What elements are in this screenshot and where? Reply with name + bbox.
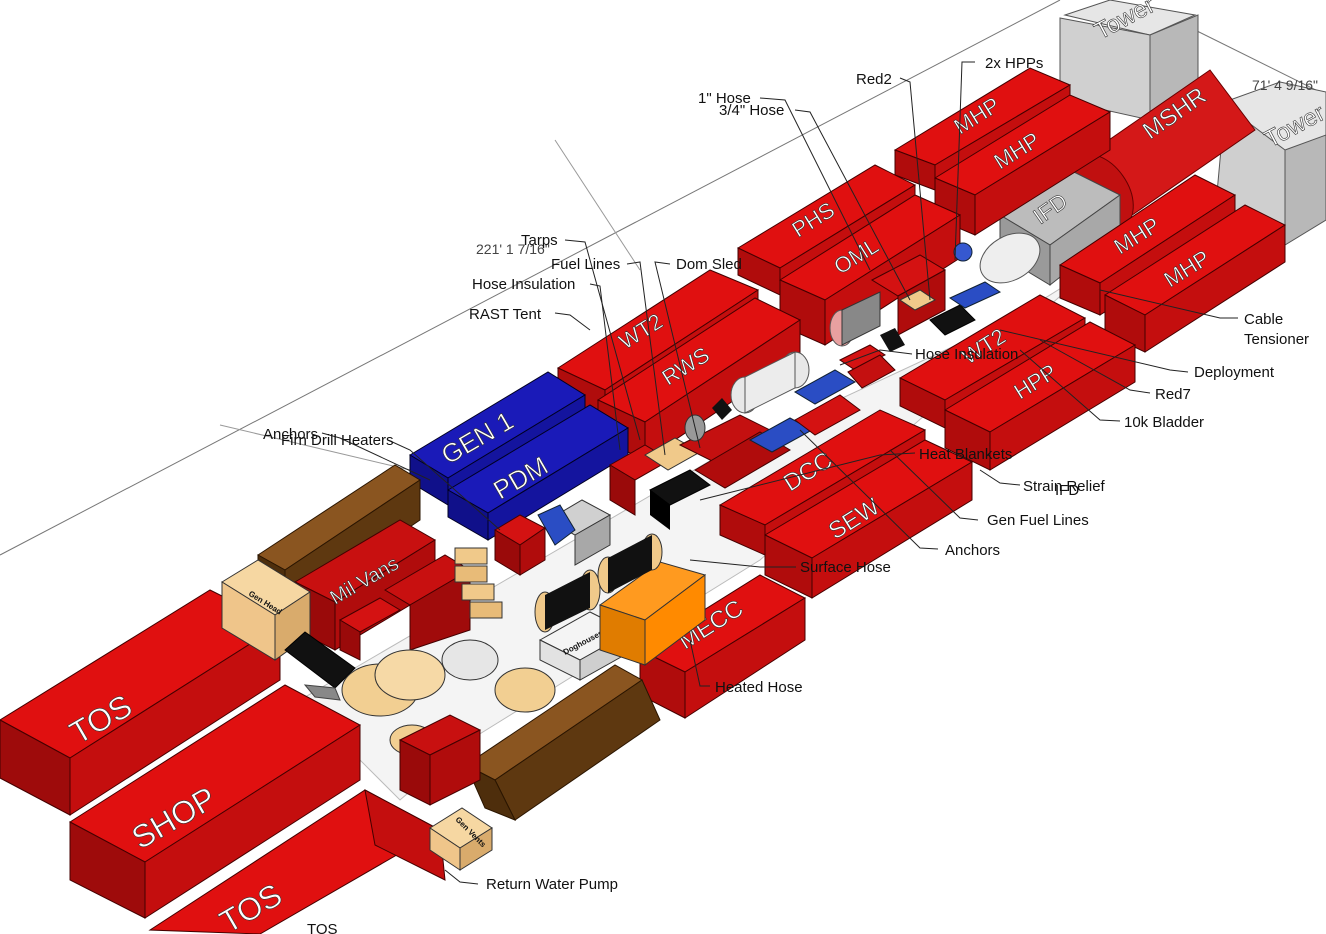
brown-timber-right	[464, 664, 661, 821]
shop-block: SHOP	[69, 684, 361, 919]
site-boundary	[0, 0, 1326, 556]
callout-2x-hpps: 2x HPPs	[985, 55, 1043, 72]
orange-block	[598, 561, 707, 666]
callout-surface-hose: Surface Hose	[800, 559, 891, 576]
dimension-left: 221' 1 7/16"	[476, 241, 550, 257]
callout-gen-fuel-lines: Gen Fuel Lines	[987, 512, 1089, 529]
callout-cable-tensioner: Cable Tensioner	[1244, 311, 1309, 348]
drill-cylinder	[284, 631, 356, 701]
tower-1-block: Tower	[1059, 0, 1199, 121]
callout-fuel-lines: Fuel Lines	[551, 256, 620, 273]
callout-hose-insulation-left: Hose Insulation	[472, 276, 575, 293]
dimension-right: 71' 4 9/16"	[1252, 77, 1318, 93]
red-crates-center	[494, 437, 711, 576]
callout-dom-sled: Dom Sled	[676, 256, 742, 273]
callout-return-water-pump: Return Water Pump	[486, 876, 618, 893]
callout-tarps: Tarps	[521, 232, 558, 249]
callout-firn-drill-heaters: Firn Drill Heaters	[281, 432, 394, 449]
sew-block: SEW	[763, 439, 974, 599]
callout-deployment: Deployment	[1194, 364, 1275, 381]
spools-left	[534, 533, 663, 633]
gray-frame	[537, 499, 612, 566]
mhp-2-block: MHP	[933, 94, 1112, 236]
callout-red7: Red7	[1155, 386, 1191, 403]
callout-heated-hose: Heated Hose	[715, 679, 803, 696]
gen-head-block: Gen Head	[221, 559, 311, 661]
callout-rast-tent: RAST Tent	[469, 306, 542, 323]
leader-lines	[321, 61, 1238, 885]
callout-tos-bottom: TOS	[307, 921, 338, 934]
center-equipment	[678, 344, 896, 489]
callout-3-4in-hose: 3/4" Hose	[719, 102, 784, 119]
callout-anchors-right: Anchors	[945, 542, 1000, 559]
hpp-block: HPP	[943, 321, 1137, 471]
callout-heat-blankets: Heat Blankets	[919, 446, 1012, 463]
red-crates-bottom	[398, 714, 482, 806]
callout-red2: Red2	[856, 71, 892, 88]
tan-stack	[454, 547, 503, 619]
callout-ifd: IFD	[1055, 482, 1079, 499]
mshr-cylinder: MSHR	[1066, 69, 1256, 231]
tos-1-block: TOS	[0, 589, 282, 816]
pdm-block: PDM	[447, 404, 629, 541]
tos-2-block: TOS	[148, 789, 446, 934]
callout-strain-relief: Strain Relief	[1023, 478, 1106, 495]
callout-anchors-left: Anchors	[263, 426, 318, 443]
callout-10k-bladder: 10k Bladder	[1124, 414, 1204, 431]
callout-hose-insulation-right: Hose Insulation	[915, 346, 1018, 363]
callout-1in-hose: 1" Hose	[698, 90, 751, 107]
